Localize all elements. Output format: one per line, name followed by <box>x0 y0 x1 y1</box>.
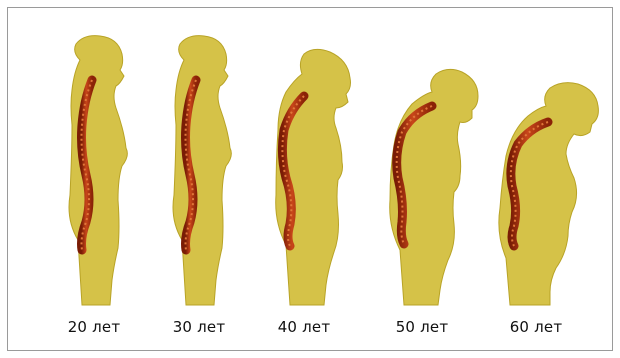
figure-age-50 <box>390 69 478 305</box>
age-label-20: 20 лет <box>44 318 144 336</box>
age-label-60: 60 лет <box>486 318 586 336</box>
figure-age-60 <box>499 83 599 305</box>
body-silhouette <box>173 36 231 305</box>
figure-age-20 <box>69 36 127 305</box>
figure-age-40 <box>276 49 351 305</box>
figure-age-30 <box>173 36 231 305</box>
age-label-40: 40 лет <box>254 318 354 336</box>
body-silhouette <box>69 36 127 305</box>
age-label-30: 30 лет <box>149 318 249 336</box>
age-label-50: 50 лет <box>372 318 472 336</box>
